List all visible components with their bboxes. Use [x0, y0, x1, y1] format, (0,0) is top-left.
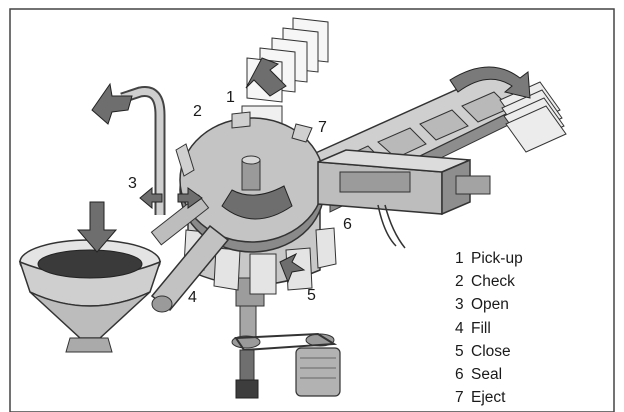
open-arrow-icon — [139, 186, 163, 210]
legend-label: Open — [471, 296, 509, 314]
legend-item: 1 Pick-up — [455, 247, 523, 270]
legend-label: Fill — [471, 319, 491, 337]
legend-number: 1 — [455, 250, 464, 267]
filling-hopper — [18, 201, 162, 353]
legend-item: 3 Open — [455, 293, 523, 316]
station-marker-4: 4 — [188, 289, 197, 306]
legend-number: 5 — [455, 342, 464, 360]
legend-item: 2 Check — [455, 270, 523, 293]
legend-label: Check — [471, 273, 515, 291]
legend-number: 7 — [455, 389, 464, 407]
legend-number: 4 — [455, 319, 464, 337]
legend-number: 3 — [455, 296, 464, 314]
carton-stack — [241, 17, 329, 131]
feed-chute — [150, 194, 210, 246]
turret-disc — [175, 111, 337, 253]
legend-item: 5 Close — [455, 340, 523, 363]
legend-number: 2 — [455, 273, 464, 291]
legend-number: 6 — [455, 365, 464, 383]
legend-item: 7 Eject — [455, 386, 523, 409]
extraction-pipe — [91, 82, 166, 215]
diagram-border — [9, 8, 615, 412]
close-arrow-icon — [279, 252, 306, 284]
legend-item: 4 Fill — [455, 317, 523, 340]
legend-label: Close — [471, 342, 511, 360]
legend-label: Eject — [471, 389, 506, 407]
process-arrows — [139, 186, 306, 284]
station-marker-7: 7 — [318, 119, 327, 136]
station-marker-2: 2 — [193, 103, 202, 120]
drive-motor — [231, 299, 341, 399]
auger-tube — [150, 224, 230, 313]
station-marker-1: 1 — [226, 89, 235, 106]
sealing-unit — [317, 149, 491, 249]
station-marker-5: 5 — [307, 287, 316, 304]
station-marker-3: 3 — [128, 175, 137, 192]
legend-label: Pick-up — [471, 250, 523, 267]
station-marker-6: 6 — [343, 216, 352, 233]
legend-item: 6 Seal — [455, 363, 523, 386]
station-legend: 1 Pick-up 2 Check 3 Open 4 Fill 5 Close 6 Seal… — [455, 247, 523, 409]
open-arrow-icon-right — [177, 187, 203, 209]
legend-label: Seal — [471, 365, 503, 383]
